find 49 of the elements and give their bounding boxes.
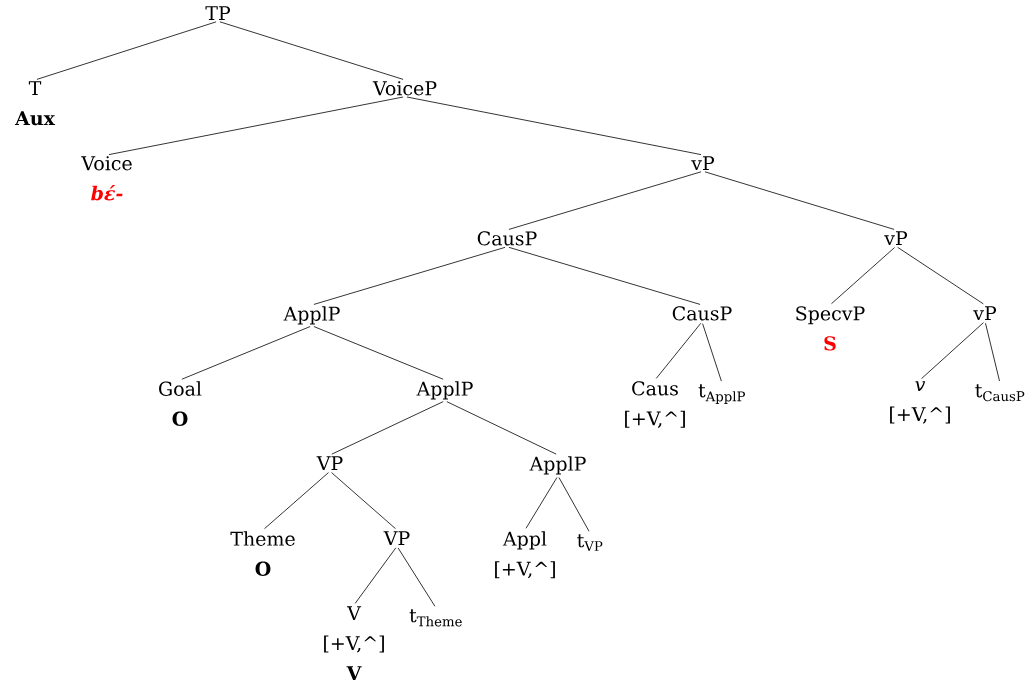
branch-line	[985, 322, 1000, 382]
branch-line	[181, 326, 311, 380]
tree-label: vP	[884, 231, 908, 246]
tree-label: VoiceP	[372, 81, 437, 96]
tree-label: vP	[973, 306, 997, 321]
tree-label: t$_{VP}$	[577, 534, 603, 551]
branch-line	[331, 401, 444, 455]
branch-line	[331, 472, 396, 530]
branch-line	[558, 477, 590, 532]
tree-label: vP	[691, 156, 715, 171]
tree-label: Appl [+V,^]	[495, 531, 555, 579]
branch-line	[704, 171, 895, 230]
branch-line	[313, 246, 506, 305]
tree-label: Voice bɛ́-	[81, 156, 132, 201]
branch-line	[508, 246, 701, 305]
branch-line	[219, 21, 404, 80]
branch-line	[921, 322, 984, 380]
branch-line	[264, 472, 329, 530]
branch-line	[406, 96, 702, 155]
branch-line	[508, 171, 702, 230]
tree-label: V [+V,^] V	[324, 606, 384, 681]
branch-line	[655, 322, 702, 379]
branch-line	[108, 96, 404, 155]
tree-label: CausP	[672, 306, 732, 321]
branch-line	[313, 326, 444, 380]
tree-label: T Aux	[14, 81, 56, 126]
branch-line	[446, 401, 557, 455]
tree-label: VP	[316, 456, 343, 471]
tree-label: Theme O	[230, 531, 295, 576]
branch-line	[36, 21, 217, 80]
branch-line	[525, 477, 558, 529]
tree-label: t$_{ApplP}$	[698, 384, 745, 404]
tree-label: ApplP	[529, 456, 586, 475]
tree-label: TP	[205, 6, 231, 21]
tree-label: Goal O	[159, 381, 202, 426]
branch-line	[397, 547, 436, 607]
branch-line	[831, 247, 895, 305]
tree-label: CausP	[477, 231, 537, 246]
tree-label: VP	[383, 531, 410, 546]
tree-label: SpecvP S	[796, 306, 865, 351]
tree-label: t$_{CausP}$	[975, 384, 1025, 402]
tree-label: Caus [+V,^]	[625, 381, 685, 428]
tree-label: v [+V,^]	[890, 381, 950, 424]
tree-label: ApplP	[283, 306, 340, 325]
branch-line	[897, 246, 984, 305]
branch-line	[702, 323, 722, 382]
tree-label: t$_{Theme}$	[409, 609, 462, 627]
tree-label: ApplP	[416, 381, 473, 400]
branch-line	[354, 547, 397, 604]
